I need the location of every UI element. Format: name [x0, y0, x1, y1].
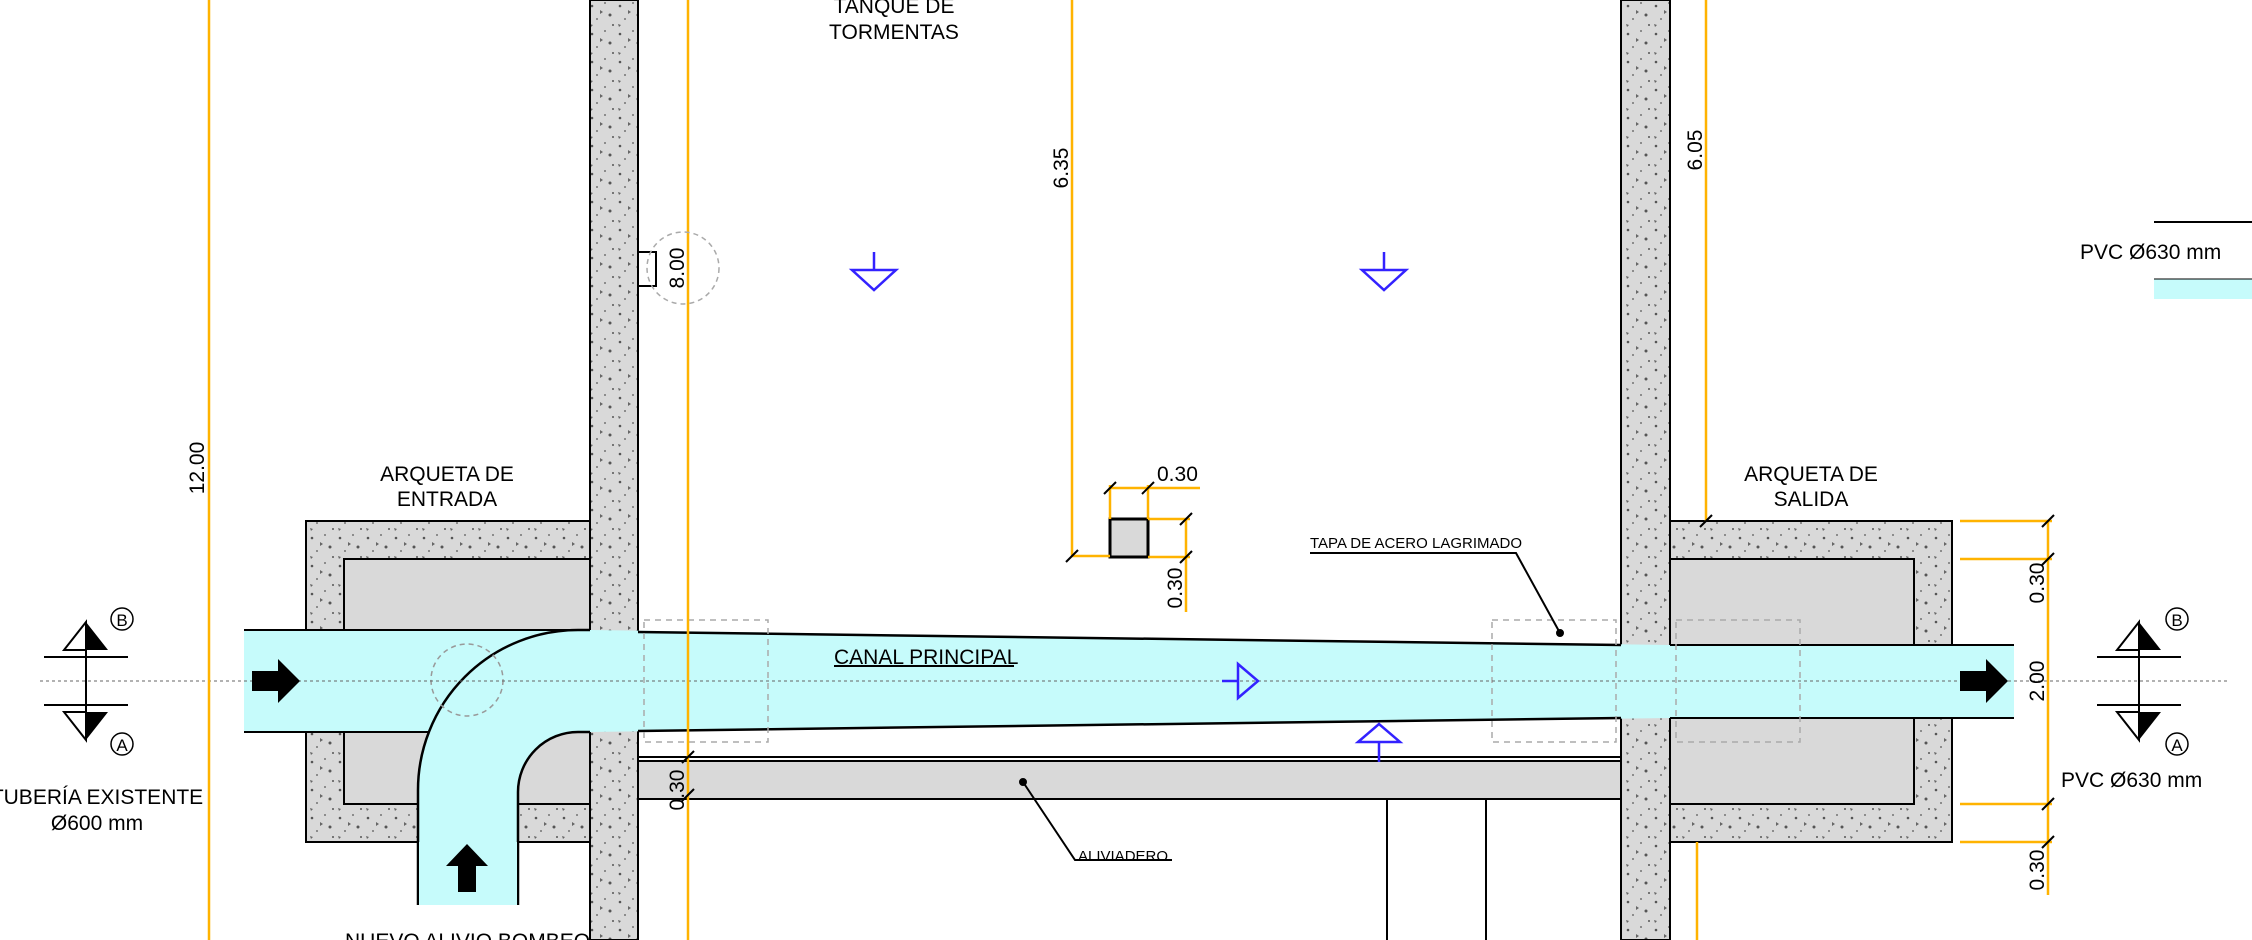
tuberia-label-2: Ø600 mm [51, 812, 143, 835]
section-a-right: A [2171, 736, 2183, 755]
dim-0-30-aliviadero: 0.30 [666, 770, 689, 811]
section-marker-right: B A [2097, 607, 2189, 756]
pvc-pipe-top [2154, 279, 2252, 299]
dimension-lines [207, 0, 2052, 940]
dim-6-35: 6.35 [1050, 148, 1073, 189]
dim-0-30-right-bottom: 0.30 [2026, 850, 2049, 891]
left-wall [589, 0, 639, 940]
canal-principal-label: CANAL PRINCIPAL [834, 646, 1018, 669]
section-b-left: B [116, 611, 127, 630]
dim-2-00: 2.00 [2026, 661, 2049, 702]
tapa-acero-label: TAPA DE ACERO LAGRIMADO [1310, 535, 1522, 552]
flow-direction-symbol [1222, 661, 1260, 701]
dim-0-30-top: 0.30 [1157, 463, 1198, 486]
tanque-label-2: TORMENTAS [829, 21, 959, 44]
pvc-bottom-label: PVC Ø630 mm [2061, 769, 2202, 792]
dim-0-30-right-top: 0.30 [2026, 563, 2049, 604]
dim-8-00: 8.00 [666, 248, 689, 289]
wall-step [638, 251, 657, 287]
aliviadero-label: ALIVIADERO [1078, 848, 1168, 865]
pillar [1108, 517, 1150, 559]
section-b-right: B [2171, 611, 2182, 630]
flow-arrow-out [1960, 659, 2008, 703]
tuberia-label-1: TUBERÍA EXISTENTE [0, 786, 203, 809]
flow-arrow-in [252, 659, 300, 703]
dim-0-30-side: 0.30 [1164, 568, 1187, 609]
arqueta-salida-label-2: SALIDA [1774, 488, 1849, 511]
pvc-top-label: PVC Ø630 mm [2080, 241, 2221, 264]
right-wall [1620, 0, 1671, 940]
level-symbols [848, 252, 1410, 762]
nuevo-alivio-label: NUEVO ALIVIO BOMBEO [345, 930, 590, 940]
aliviadero-weir [637, 760, 1622, 800]
tanque-label-1: TANQUE DE [834, 0, 955, 18]
dim-6-05: 6.05 [1684, 130, 1707, 171]
arqueta-entrada-label-2: ENTRADA [397, 488, 497, 511]
arqueta-salida-label-1: ARQUETA DE [1744, 463, 1878, 486]
section-a-left: A [116, 736, 128, 755]
flow-arrow-up [446, 844, 488, 892]
dim-12-00: 12.00 [186, 442, 209, 495]
dimension-ticks [681, 481, 2055, 849]
weir-symbol [1354, 722, 1404, 762]
flow-arrows [252, 659, 2008, 892]
leader-lines [834, 552, 1564, 861]
arqueta-entrada-label-1: ARQUETA DE [380, 463, 514, 486]
section-marker-left: B A [44, 607, 134, 756]
